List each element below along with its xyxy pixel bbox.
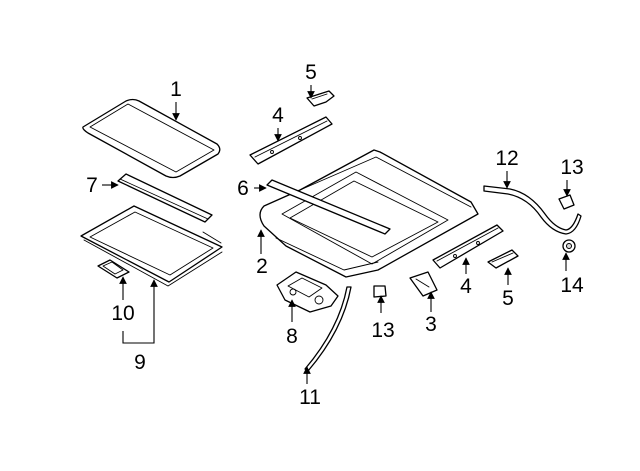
- callout-12: 12: [495, 147, 518, 170]
- part-6-drain-tube: [266, 179, 391, 235]
- part-5-lower-bracket: [487, 249, 519, 269]
- callout-13-center: 13: [371, 319, 394, 342]
- callout-11: 11: [299, 386, 321, 409]
- leader-lines: [102, 85, 571, 384]
- part-12-drain-hose: [483, 185, 582, 235]
- callout-4-upper: 4: [272, 104, 284, 127]
- callout-14: 14: [560, 274, 584, 297]
- part-3-corner-bracket: [409, 271, 438, 297]
- callout-labels: 1 5 4 7 6 2 12 13 14 4 5 3 13 8 11 10 9: [86, 61, 584, 409]
- callout-2: 2: [256, 255, 268, 278]
- callout-6: 6: [237, 177, 249, 200]
- callout-7: 7: [86, 174, 98, 197]
- callout-4-lower: 4: [460, 275, 472, 298]
- part-1-glass-panel: [82, 98, 221, 179]
- callout-1: 1: [170, 78, 182, 101]
- callout-13-right: 13: [560, 156, 583, 179]
- callout-10: 10: [111, 302, 134, 325]
- callout-3: 3: [425, 313, 437, 336]
- part-8-motor: [276, 271, 339, 313]
- part-4-upper-rail: [249, 116, 333, 165]
- callout-5-lower: 5: [502, 287, 514, 310]
- part-13-clip-center: [373, 285, 387, 298]
- part-4-lower-rail: [432, 224, 504, 269]
- callout-5-upper: 5: [305, 61, 317, 84]
- callout-8: 8: [286, 325, 298, 348]
- callout-9: 9: [134, 351, 146, 374]
- part-9-sunshade: [80, 205, 223, 287]
- part-10-handle: [97, 259, 130, 279]
- part-13-clip-right: [558, 194, 575, 210]
- part-2-frame: [259, 149, 479, 278]
- part-14-grommet: [562, 239, 576, 253]
- part-7-seal-strip: [117, 173, 213, 223]
